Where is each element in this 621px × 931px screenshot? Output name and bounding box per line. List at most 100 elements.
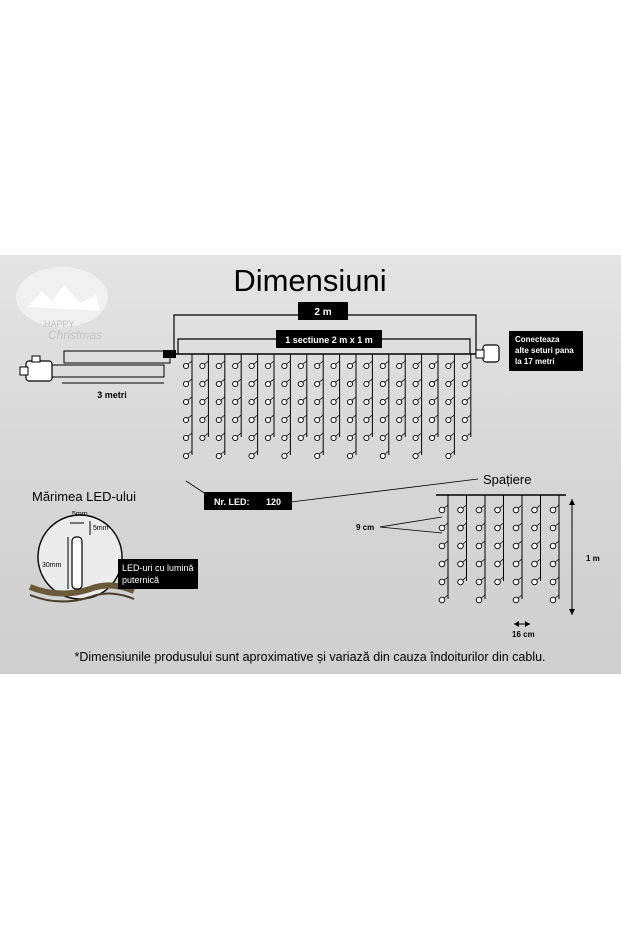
led-bulb (494, 578, 501, 586)
logo-line1: HAPPY (44, 319, 75, 329)
spacing-title: Spațiere (483, 472, 531, 487)
led-bulb (494, 506, 501, 514)
connect-note-box (509, 331, 583, 371)
led-strand (512, 495, 523, 604)
led-bulb (248, 398, 255, 406)
led-note-line2: puternică (122, 575, 159, 585)
led-bulb (438, 524, 446, 532)
led-bulb (412, 452, 419, 460)
led-bulb (264, 380, 272, 388)
led-bulb (412, 398, 419, 406)
connect-note-line1: Conecteaza (515, 335, 560, 344)
led-bulb (281, 398, 288, 406)
led-bulb (264, 416, 272, 424)
led-bulb (475, 542, 483, 550)
led-note-line1: LED-uri cu lumină (122, 563, 194, 573)
led-bulb (512, 542, 520, 550)
led-count-box (204, 492, 292, 510)
led-bulb (281, 434, 288, 442)
led-bulb (248, 416, 255, 424)
led-bulb (428, 416, 436, 424)
led-bulb (428, 398, 436, 406)
led-strand (248, 354, 259, 460)
led-strand (330, 354, 341, 442)
led-bulb (182, 416, 190, 424)
led-bulb (330, 434, 337, 442)
led-bulb (182, 434, 190, 442)
led-bulb (314, 416, 321, 424)
led-bulb (248, 362, 255, 370)
spacing-detail (436, 494, 566, 604)
led-strand (264, 354, 275, 442)
led-bulb (438, 560, 446, 568)
led-bulb (346, 452, 354, 460)
diagram-title: Dimensiuni (233, 263, 386, 298)
led-bulb (512, 524, 520, 532)
led-bulb (475, 506, 483, 514)
led-bulb (314, 398, 321, 406)
led-strand (461, 354, 472, 442)
led-bulb (297, 398, 304, 406)
led-bulb (445, 398, 452, 406)
led-bulb (396, 362, 403, 370)
led-bulb (457, 506, 464, 514)
led-bulb (248, 452, 255, 460)
led-bulb (264, 398, 272, 406)
led-bulb (346, 380, 354, 388)
led-bulb (531, 578, 538, 586)
led-bulb (281, 362, 288, 370)
led-bulb (379, 398, 386, 406)
led-bulb (215, 416, 222, 424)
led-bulb (549, 542, 557, 550)
led-bulb (346, 416, 354, 424)
led-bulb (281, 416, 288, 424)
led-bulb (379, 452, 386, 460)
led-bulb (475, 578, 483, 586)
led-bulb (314, 380, 321, 388)
end-connector (482, 344, 500, 363)
led-bulb (428, 380, 436, 388)
led-bulb (549, 524, 557, 532)
led-bulb (549, 578, 557, 586)
led-bulb (215, 380, 222, 388)
led-bulb (182, 362, 190, 370)
led-bulb (445, 380, 452, 388)
led-bulb (264, 362, 272, 370)
led-size-title: Mărimea LED-ului (32, 489, 136, 504)
led-strand (281, 354, 291, 460)
led-strand (396, 354, 406, 442)
led-strand (494, 495, 504, 586)
led-bulb (215, 362, 222, 370)
led-bulb (457, 560, 464, 568)
led-bulb (363, 362, 370, 370)
led-bulb (531, 542, 538, 550)
led-strand (182, 354, 193, 460)
led-bulb (363, 434, 370, 442)
led-bulb (531, 524, 538, 532)
led-width-label: 5mm (72, 511, 88, 518)
led-strand (379, 354, 390, 460)
led-bulb (445, 416, 452, 424)
led-bulb (281, 380, 288, 388)
section-label: 1 sectiune 2 m x 1 m (285, 335, 373, 345)
spacing-vertical-label: 9 cm (356, 523, 374, 532)
cable-length-label: 3 metri (97, 390, 127, 400)
led-bulb (438, 542, 446, 550)
led-bulb (281, 452, 288, 460)
led-bulb (512, 596, 520, 604)
width-label: 2 m (314, 307, 331, 318)
led-bulb (314, 452, 321, 460)
led-bulb (475, 524, 483, 532)
led-bulb (363, 416, 370, 424)
led-count-label: Nr. LED: (214, 497, 250, 507)
section-label-box (276, 330, 382, 348)
power-cable (51, 350, 176, 378)
led-bulb (396, 398, 403, 406)
led-bulb (412, 434, 419, 442)
led-bulb (199, 434, 206, 442)
led-bulb (248, 434, 255, 442)
happy-christmas-logo: HAPPY Christmas (16, 267, 108, 342)
led-bulb (512, 506, 520, 514)
led-bulb (199, 362, 206, 370)
led-depth-label: 5mm (93, 525, 109, 532)
